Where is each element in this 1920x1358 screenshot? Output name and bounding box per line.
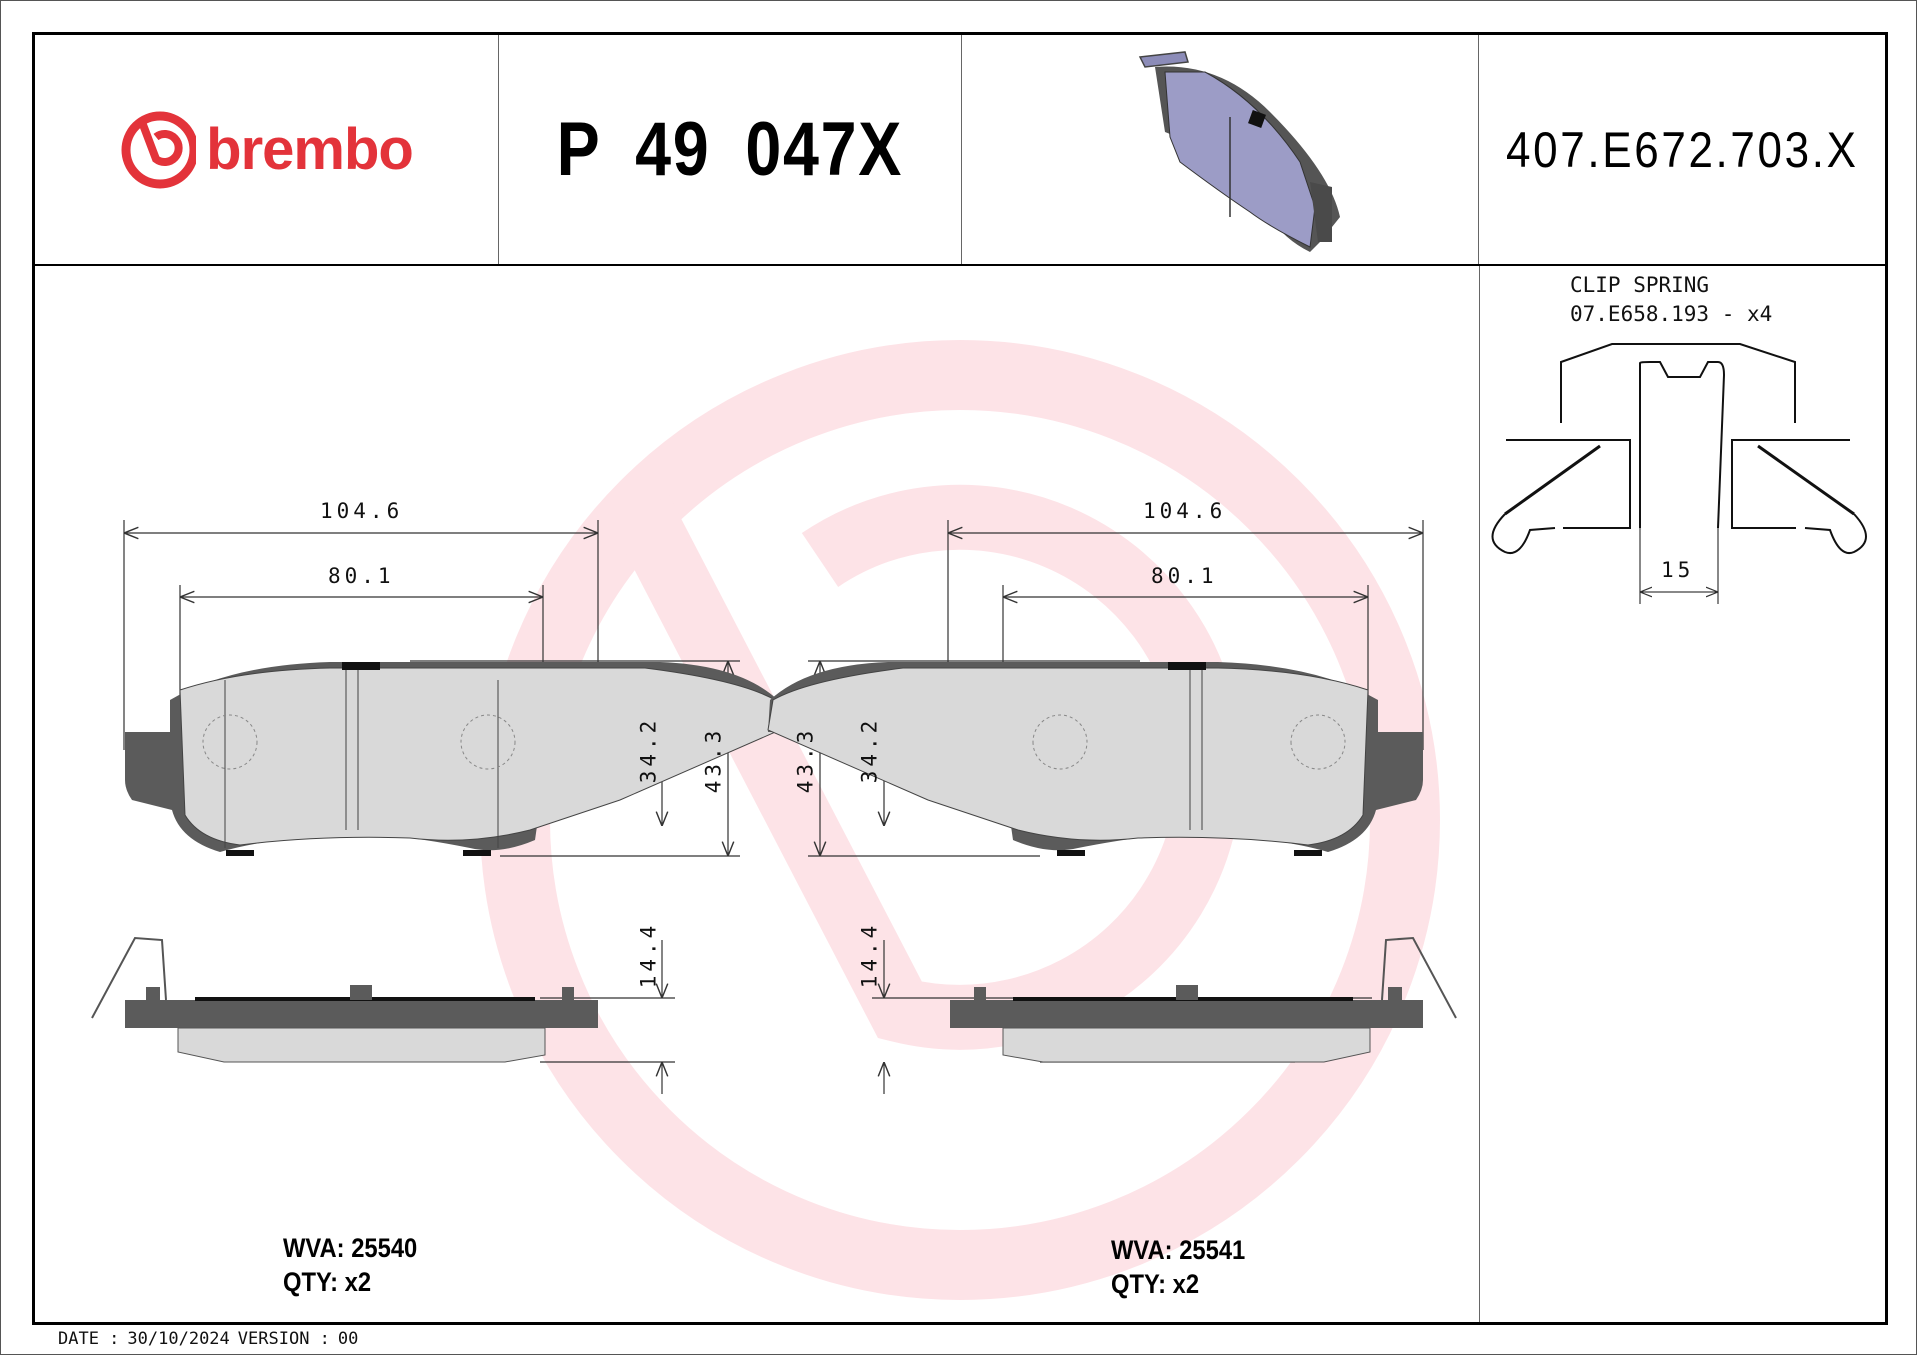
left-overall-width-label: 104.6 bbox=[320, 499, 404, 523]
reference-code-cell: 407.E672.703.X bbox=[1479, 35, 1885, 264]
brake-pad-render-icon bbox=[1138, 51, 1340, 252]
version-label: VERSION : bbox=[237, 1329, 330, 1349]
version-value: 00 bbox=[337, 1329, 359, 1349]
right-pad-side-view bbox=[950, 936, 1457, 1063]
clip-spring-label: CLIP SPRING 07.E658.193 - x4 bbox=[1570, 271, 1772, 329]
left-friction-width-label: 80.1 bbox=[328, 564, 395, 588]
wva-label: WVA: bbox=[1111, 1235, 1173, 1265]
date-value: 30/10/2024 bbox=[127, 1329, 230, 1349]
right-overall-width-label: 104.6 bbox=[1143, 499, 1227, 523]
left-pad-front-view bbox=[125, 662, 781, 856]
right-thickness-label: 14.4 bbox=[857, 921, 882, 989]
clip-spring-title: CLIP SPRING bbox=[1570, 273, 1710, 297]
reference-code: 407.E672.703.X bbox=[1505, 121, 1859, 178]
side-column-divider bbox=[1479, 266, 1480, 1322]
wva-value: 25541 bbox=[1179, 1235, 1246, 1265]
left-overall-height-label: 43.3 bbox=[701, 726, 726, 794]
right-pad-info: WVA: 25541 QTY: x2 bbox=[1111, 1233, 1245, 1301]
qty-label: QTY: bbox=[283, 1267, 338, 1297]
right-pad-front-view bbox=[767, 662, 1423, 856]
right-friction-width-label: 80.1 bbox=[1151, 564, 1218, 588]
qty-value: x2 bbox=[344, 1267, 372, 1297]
wva-value: 25540 bbox=[351, 1233, 418, 1263]
date-label: DATE : bbox=[58, 1329, 120, 1349]
left-pad-info: WVA: 25540 QTY: x2 bbox=[283, 1231, 417, 1299]
right-friction-height-label: 34.2 bbox=[857, 716, 882, 784]
left-friction-height-label: 34.2 bbox=[636, 716, 661, 784]
clip-spring-code: 07.E658.193 - x4 bbox=[1570, 302, 1773, 326]
drawing-frame: brembo P 49 047X 407.E672.703.X bbox=[32, 32, 1888, 1325]
brand-name: brembo bbox=[206, 117, 414, 182]
part-number: P 49 047X bbox=[556, 107, 904, 192]
clip-width-label: 15 bbox=[1661, 558, 1695, 582]
brand-cell: brembo bbox=[35, 35, 499, 264]
left-pad-side-view bbox=[91, 936, 598, 1063]
footer: DATE : 30/10/2024 VERSION : 00 bbox=[58, 1329, 366, 1349]
brembo-logo-icon bbox=[121, 111, 197, 188]
clip-spring-drawing bbox=[1491, 343, 1867, 604]
qty-label: QTY: bbox=[1111, 1269, 1166, 1299]
wva-label: WVA: bbox=[283, 1233, 345, 1263]
right-overall-height-label: 43.3 bbox=[793, 726, 818, 794]
part-number-cell: P 49 047X bbox=[499, 35, 962, 264]
title-block: brembo P 49 047X 407.E672.703.X bbox=[35, 35, 1885, 266]
qty-value: x2 bbox=[1172, 1269, 1200, 1299]
product-render-cell bbox=[962, 35, 1479, 264]
left-thickness-label: 14.4 bbox=[636, 921, 661, 989]
